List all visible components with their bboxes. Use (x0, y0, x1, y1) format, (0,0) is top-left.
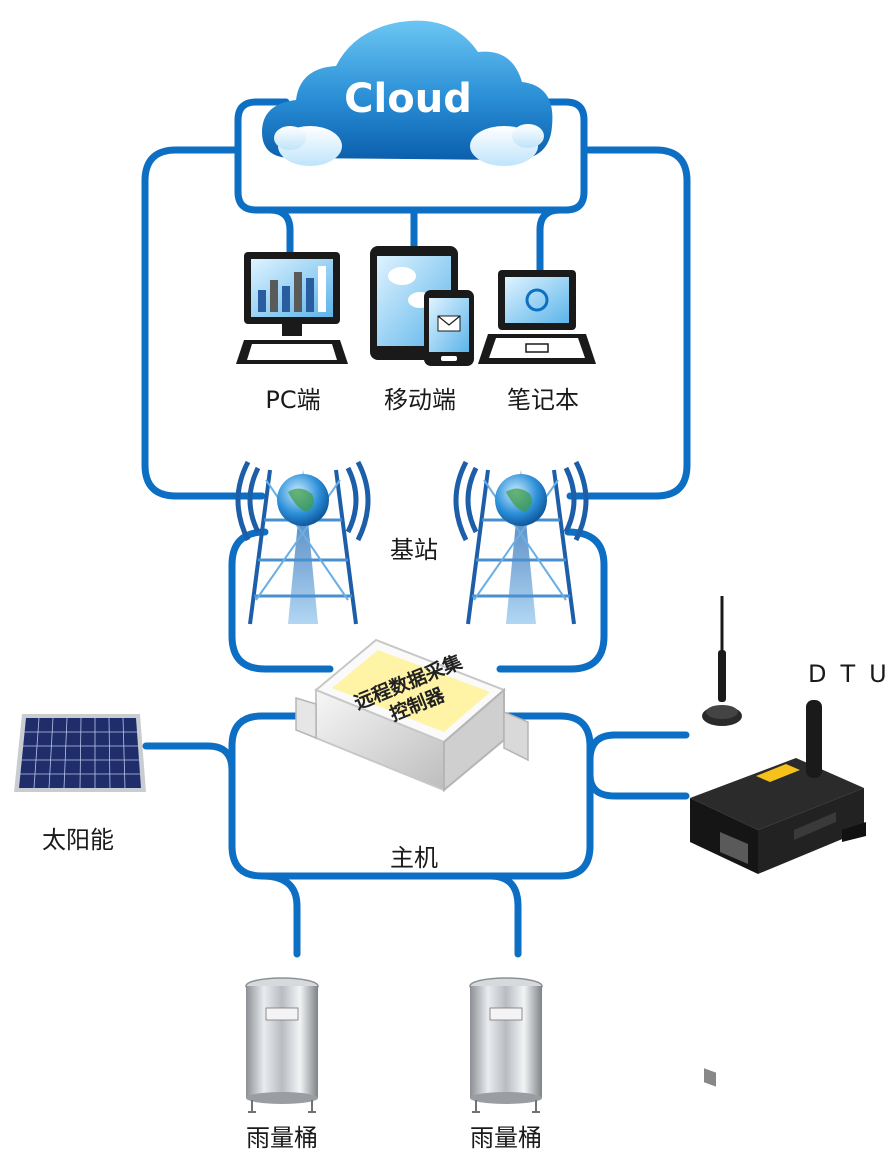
rain-gauge-1-label: 雨量桶 (246, 1124, 318, 1152)
rain-gauge-2-label: 雨量桶 (470, 1124, 542, 1152)
connection-lines (141, 98, 691, 958)
tower-right (453, 460, 589, 625)
dtu-label: DTU (808, 660, 887, 688)
link-laptop (536, 206, 564, 276)
solar-label: 太阳能 (42, 826, 114, 854)
link-solar (142, 742, 236, 774)
dtu-modem-icon (690, 596, 866, 1087)
rain-gauge-1 (245, 977, 319, 1113)
pc-label: PC端 (265, 386, 321, 414)
laptop-icon (478, 270, 596, 364)
host-label: 主机 (390, 844, 438, 872)
desktop-monitor-icon (236, 252, 348, 364)
mobile-label: 移动端 (384, 386, 456, 414)
rain-gauge-icon (245, 977, 543, 1113)
cloud-label: Cloud (344, 76, 472, 122)
link-right-tower-host (496, 528, 608, 673)
laptop-label: 笔记本 (507, 386, 579, 414)
rain-gauge-2 (469, 977, 543, 1113)
cloud-icon: Cloud (262, 20, 553, 166)
solar-panel-icon (14, 714, 146, 792)
tower-left (235, 460, 371, 625)
tablet-phone-icon (370, 246, 474, 366)
link-gauge-2 (486, 872, 522, 958)
link-pc (266, 206, 294, 256)
link-cloud-right-tower (566, 146, 691, 500)
link-cloud-left-tower (141, 146, 266, 500)
controller-box-icon: 远程数据采集 控制器 (295, 638, 529, 793)
base-station-label: 基站 (390, 536, 438, 564)
radio-tower-icon (235, 460, 589, 625)
link-dtu-antenna (586, 731, 690, 764)
host-bus (228, 712, 594, 880)
link-dtu (586, 771, 690, 800)
link-gauge-1 (258, 872, 301, 958)
